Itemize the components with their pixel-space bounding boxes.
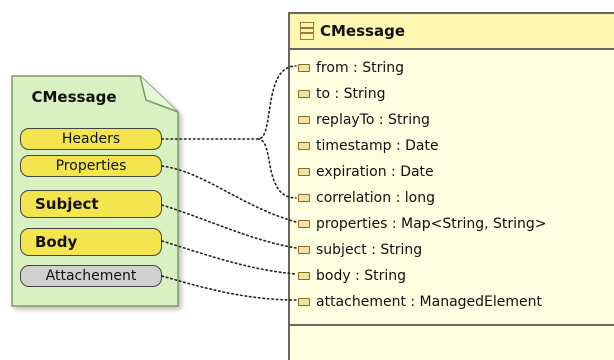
subject-pill[interactable]: Subject [20,190,162,218]
attachement-pill[interactable]: Attachement [20,265,162,287]
field-icon [298,64,310,72]
class-box: CMessage from : String to : String repla… [288,12,614,360]
field-icon [298,272,310,280]
field-icon [298,142,310,150]
attribute-label: expiration : Date [316,164,434,180]
attribute-label: to : String [316,86,386,102]
attribute-label: properties : Map<String, String> [316,216,547,232]
attribute-label: replayTo : String [316,112,430,128]
attribute-label: attachement : ManagedElement [316,294,543,310]
attribute-row[interactable]: correlation : long [298,186,435,210]
properties-pill[interactable]: Properties [20,155,162,177]
field-icon [298,116,310,124]
field-icon [298,220,310,228]
attribute-label: subject : String [316,242,423,258]
attribute-row[interactable]: body : String [298,264,406,288]
attribute-row[interactable]: from : String [298,56,404,80]
left-title: CMessage [31,88,117,106]
field-icon [298,90,310,98]
attribute-row[interactable]: to : String [298,82,385,106]
attribute-row[interactable]: timestamp : Date [298,134,439,158]
attribute-label: correlation : long [316,190,435,206]
field-icon [298,194,310,202]
body-pill[interactable]: Body [20,228,162,256]
headers-pill[interactable]: Headers [20,128,162,150]
compartment-divider [290,324,614,326]
attribute-label: from : String [316,60,404,76]
attribute-row[interactable]: attachement : ManagedElement [298,290,542,314]
field-icon [298,246,310,254]
attribute-row[interactable]: expiration : Date [298,160,434,184]
attribute-row[interactable]: subject : String [298,238,422,262]
attribute-row[interactable]: replayTo : String [298,108,430,132]
field-icon [298,168,310,176]
class-header: CMessage [290,14,614,50]
attribute-row[interactable]: properties : Map<String, String> [298,212,547,236]
attribute-label: timestamp : Date [316,138,439,154]
attribute-label: body : String [316,268,407,284]
class-title: CMessage [320,22,405,40]
field-icon [298,298,310,306]
class-icon [300,22,314,40]
